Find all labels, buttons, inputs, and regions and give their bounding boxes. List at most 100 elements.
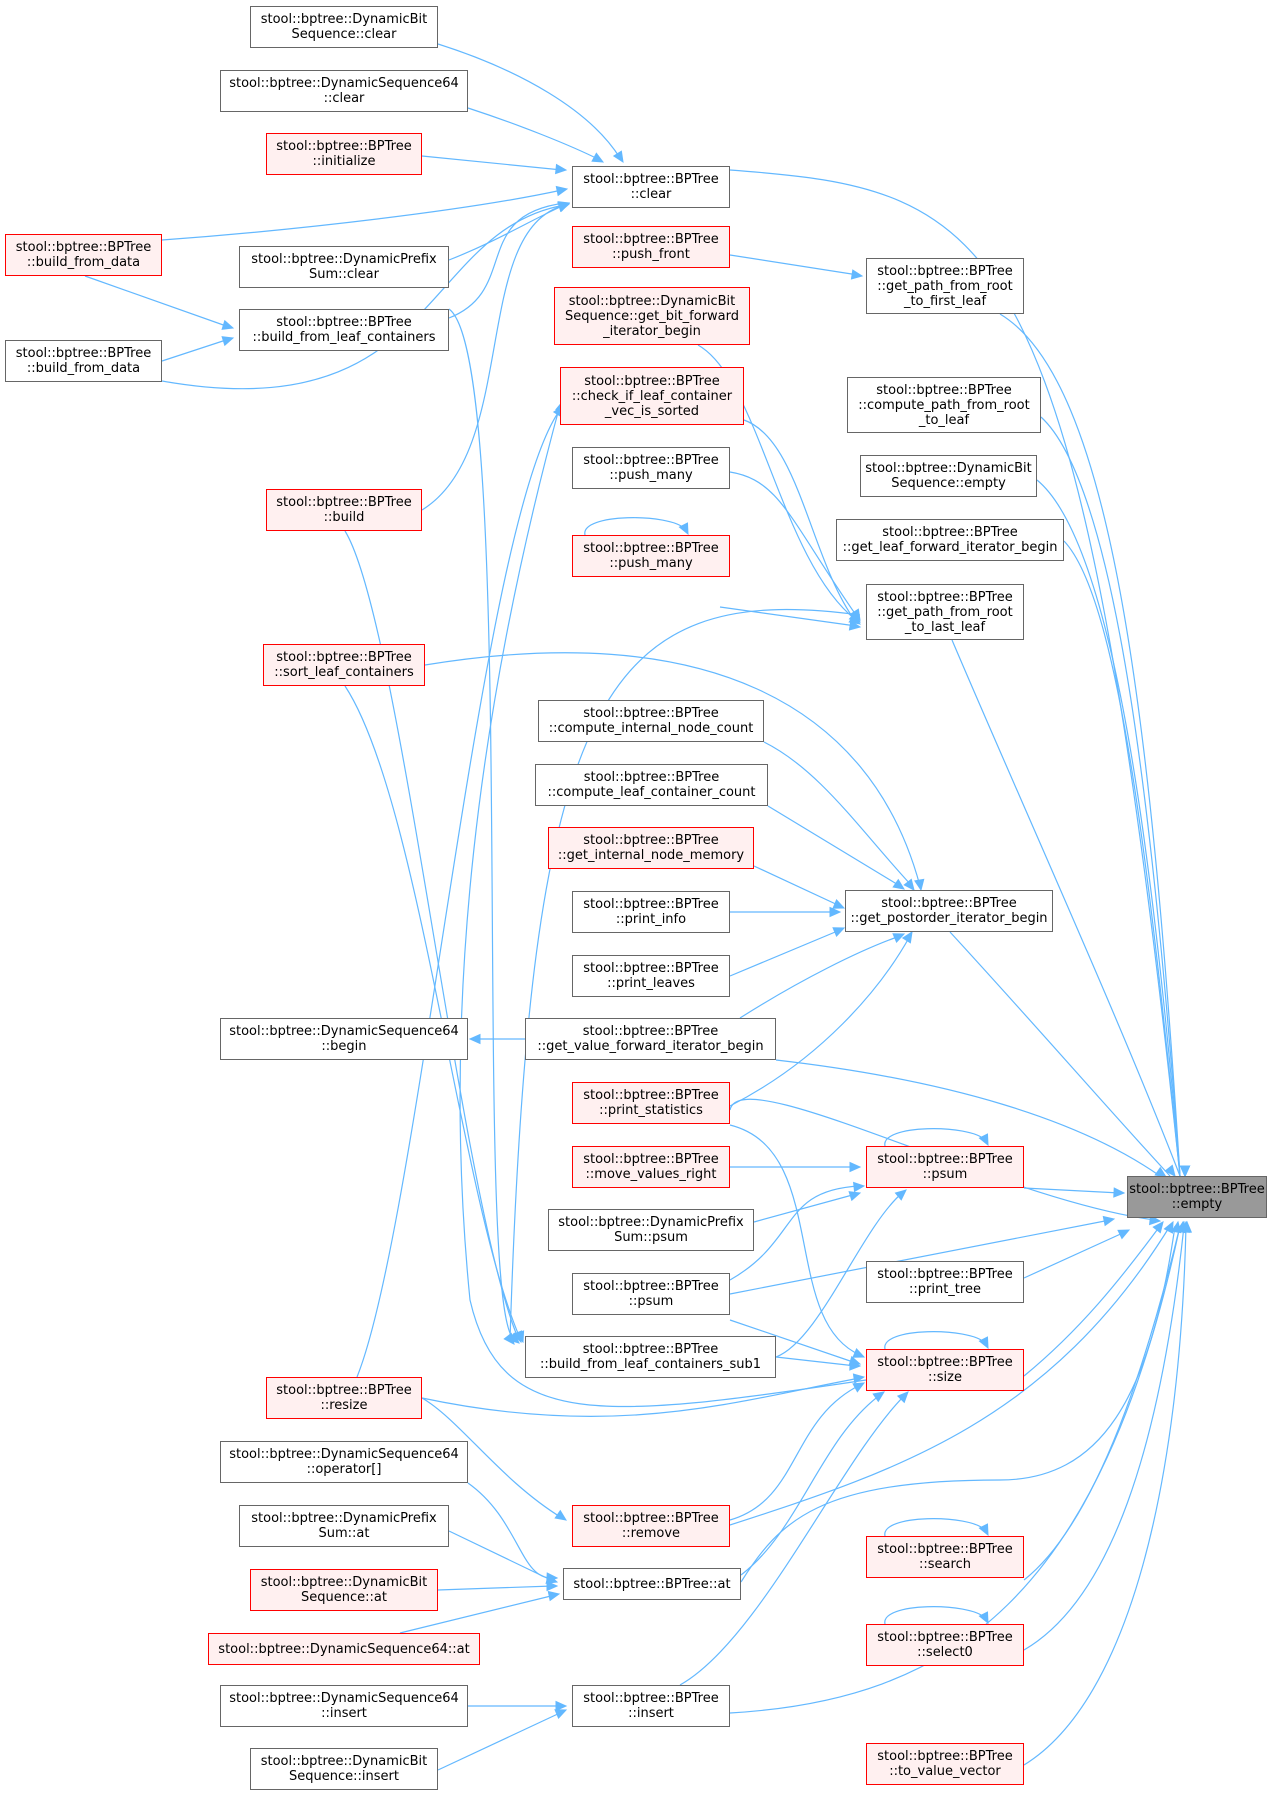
edge-size xyxy=(1023,1225,1161,1377)
node-resize[interactable]: stool::bptree::BPTree ::resize xyxy=(266,1377,422,1419)
node-push-many2[interactable]: stool::bptree::BPTree ::push_many xyxy=(572,535,730,577)
node-push-many1[interactable]: stool::bptree::BPTree ::push_many xyxy=(572,447,730,489)
edge-gpib-arrowhead xyxy=(1164,1164,1176,1177)
edge-dbs-clear-arrowhead xyxy=(612,150,624,164)
edge-clcc-arrowhead xyxy=(892,878,906,890)
node-gvfib[interactable]: stool::bptree::BPTree ::get_value_forwar… xyxy=(525,1018,776,1060)
node-build[interactable]: stool::bptree::BPTree ::build xyxy=(266,489,422,531)
edge-gvfib-gpib xyxy=(739,935,901,1019)
edge-resize-remove xyxy=(421,1397,563,1519)
node-print-info[interactable]: stool::bptree::BPTree ::print_info xyxy=(572,891,730,933)
self-loop-push_many2-arrowhead xyxy=(678,522,689,536)
edge-gpib xyxy=(949,931,1171,1177)
edge-build-arrowhead xyxy=(557,202,571,213)
node-dbs-clear[interactable]: stool::bptree::DynamicBit Sequence::clea… xyxy=(250,6,438,48)
edge-push-many2-gpfr-arrowhead xyxy=(848,620,862,631)
edge-insert-size xyxy=(679,1394,906,1686)
edge-push-front-arrowhead xyxy=(850,269,864,280)
edge-psum-psumred xyxy=(729,1185,861,1281)
edge-glfib xyxy=(1063,540,1181,1177)
edge-initialize xyxy=(421,155,563,171)
node-psum[interactable]: stool::bptree::BPTree ::psum xyxy=(572,1273,730,1315)
node-dps-psum[interactable]: stool::bptree::DynamicPrefix Sum::psum xyxy=(548,1209,754,1251)
node-ds64-op[interactable]: stool::bptree::DynamicSequence64 ::opera… xyxy=(220,1441,468,1483)
self-loop-push_many2 xyxy=(584,517,686,536)
node-clear-bt[interactable]: stool::bptree::BPTree ::clear xyxy=(572,166,730,208)
edge-resize-size xyxy=(421,1377,861,1418)
node-dps-at[interactable]: stool::bptree::DynamicPrefix Sum::at xyxy=(239,1505,449,1547)
node-remove[interactable]: stool::bptree::BPTree ::remove xyxy=(572,1505,730,1547)
node-ds64-begin[interactable]: stool::bptree::DynamicSequence64 ::begin xyxy=(220,1018,468,1060)
edge-bt-at xyxy=(740,1225,1176,1583)
node-size[interactable]: stool::bptree::BPTree ::size xyxy=(866,1349,1024,1391)
self-loop-size-arrowhead xyxy=(978,1336,989,1350)
node-dbs-gbfib[interactable]: stool::bptree::DynamicBit Sequence::get_… xyxy=(554,287,750,345)
node-bfd1[interactable]: stool::bptree::BPTree ::build_from_data xyxy=(5,234,162,276)
node-bt-at[interactable]: stool::bptree::BPTree::at xyxy=(563,1568,741,1600)
edge-ginm xyxy=(753,865,841,907)
node-gpfr-first[interactable]: stool::bptree::BPTree ::get_path_from_ro… xyxy=(866,258,1024,314)
node-dbs-empty[interactable]: stool::bptree::DynamicBit Sequence::empt… xyxy=(860,455,1037,497)
node-clcc[interactable]: stool::bptree::BPTree ::compute_leaf_con… xyxy=(535,764,768,806)
node-move-values-right[interactable]: stool::bptree::BPTree ::move_values_righ… xyxy=(572,1146,730,1188)
node-ds64-insert[interactable]: stool::bptree::DynamicSequence64 ::inser… xyxy=(220,1685,468,1727)
edge-ds64-clear-arrowhead xyxy=(591,152,605,163)
node-to-value-vector[interactable]: stool::bptree::BPTree ::to_value_vector xyxy=(866,1743,1024,1785)
edge-check-sorted xyxy=(743,419,857,623)
edge-psum-psumred-arrowhead xyxy=(853,1181,866,1193)
node-ds64-at[interactable]: stool::bptree::DynamicSequence64::at xyxy=(208,1633,480,1665)
edge-psum-red xyxy=(1023,1187,1121,1194)
edge-clear xyxy=(729,169,1181,1177)
edge-remove-size xyxy=(729,1384,861,1521)
edge-bt-at-size-arrowhead xyxy=(872,1391,886,1403)
edge-print-leaves-arrowhead xyxy=(832,927,846,937)
edge-print-tree-arrowhead xyxy=(1117,1229,1131,1240)
edge-bflcsub1-psumred-arrowhead xyxy=(894,1189,907,1201)
node-glfib[interactable]: stool::bptree::BPTree ::get_leaf_forward… xyxy=(836,519,1064,561)
node-dps-clear[interactable]: stool::bptree::DynamicPrefix Sum::clear xyxy=(239,246,449,288)
node-push-front[interactable]: stool::bptree::BPTree ::push_front xyxy=(572,226,730,268)
edge-build xyxy=(421,204,566,511)
edge-print-stats-size-arrowhead xyxy=(852,1348,866,1358)
node-dbs-insert[interactable]: stool::bptree::DynamicBit Sequence::inse… xyxy=(250,1748,438,1790)
node-select0[interactable]: stool::bptree::BPTree ::select0 xyxy=(866,1624,1024,1666)
node-print-leaves[interactable]: stool::bptree::BPTree ::print_leaves xyxy=(572,955,730,997)
node-psum-red[interactable]: stool::bptree::BPTree ::psum xyxy=(866,1146,1024,1188)
node-search[interactable]: stool::bptree::BPTree ::search xyxy=(866,1536,1024,1578)
node-cpfr[interactable]: stool::bptree::BPTree ::compute_path_fro… xyxy=(847,377,1041,433)
edge-print-stats-size xyxy=(729,1124,861,1356)
node-bflc[interactable]: stool::bptree::BPTree ::build_from_leaf_… xyxy=(239,309,449,351)
node-bfd2[interactable]: stool::bptree::BPTree ::build_from_data xyxy=(5,340,162,382)
edge-psum xyxy=(729,1219,1111,1295)
node-check-sorted[interactable]: stool::bptree::BPTree ::check_if_leaf_co… xyxy=(560,367,744,425)
edge-select0 xyxy=(1023,1225,1185,1651)
node-insert-bt[interactable]: stool::bptree::BPTree ::insert xyxy=(572,1685,730,1727)
edge-ds64-clear xyxy=(467,107,601,161)
edge-clcc xyxy=(767,805,901,887)
edge-cpfr xyxy=(1040,416,1181,1177)
edge-insert-size-arrowhead xyxy=(896,1391,909,1404)
edge-to-value-vector xyxy=(1023,1225,1187,1766)
node-ginm[interactable]: stool::bptree::BPTree ::get_internal_nod… xyxy=(548,827,754,869)
node-bflc-sub1[interactable]: stool::bptree::BPTree ::build_from_leaf_… xyxy=(525,1336,776,1378)
edge-bt-at-size xyxy=(740,1394,881,1576)
edge-bflc-bflcsub1 xyxy=(448,308,516,1341)
node-dbs-at[interactable]: stool::bptree::DynamicBit Sequence::at xyxy=(250,1569,438,1611)
edge-gpfr-last-arrowhead xyxy=(1179,1165,1191,1178)
node-print-stats[interactable]: stool::bptree::BPTree ::print_statistics xyxy=(572,1082,730,1124)
edge-dpsat-btat xyxy=(448,1530,554,1582)
node-cinc[interactable]: stool::bptree::BPTree ::compute_internal… xyxy=(538,700,764,742)
node-ds64-clear[interactable]: stool::bptree::DynamicSequence64 ::clear xyxy=(220,70,468,112)
node-print-tree[interactable]: stool::bptree::BPTree ::print_tree xyxy=(866,1261,1024,1303)
node-slc[interactable]: stool::bptree::BPTree ::sort_leaf_contai… xyxy=(263,644,425,686)
edge-initialize-arrowhead xyxy=(555,163,568,175)
edge-gpfr-last xyxy=(951,639,1181,1177)
node-gpib[interactable]: stool::bptree::BPTree ::get_postorder_it… xyxy=(845,890,1053,932)
edge-bflc xyxy=(448,202,566,319)
edge-print-stats-gpib xyxy=(729,935,911,1107)
node-empty: stool::bptree::BPTree ::empty xyxy=(1127,1176,1267,1218)
edge-dps-clear xyxy=(448,204,566,261)
node-initialize[interactable]: stool::bptree::BPTree ::initialize xyxy=(266,133,422,175)
self-loop-psum_red xyxy=(884,1128,986,1147)
node-gpfr-last[interactable]: stool::bptree::BPTree ::get_path_from_ro… xyxy=(866,584,1024,640)
